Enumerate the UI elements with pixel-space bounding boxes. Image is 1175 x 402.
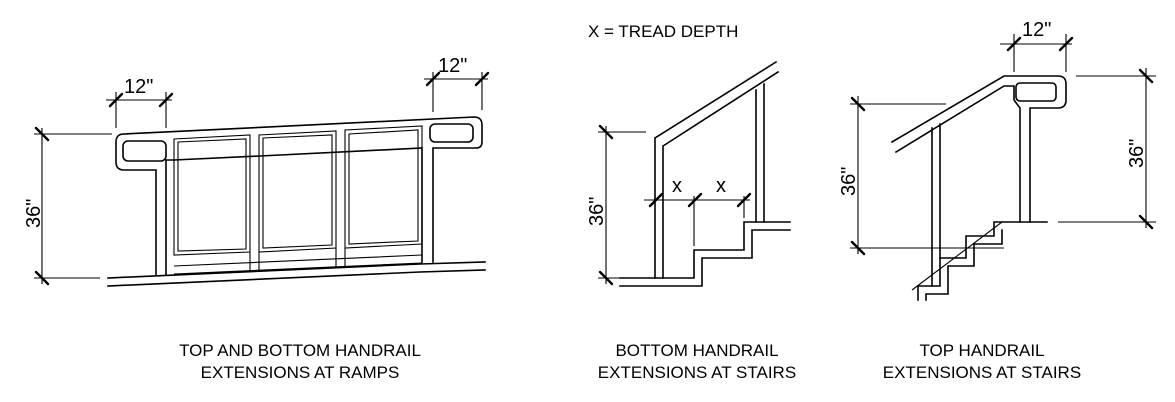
top-stairs-handrail-loop [1015, 82, 1057, 102]
ramp-height-dim-line [34, 128, 112, 284]
top-stairs-left-height-dim-line [850, 96, 1004, 254]
bottom-stairs-x2-label: x [716, 175, 726, 197]
bottom-stairs-caption-line1: BOTTOM HANDRAIL [615, 341, 779, 360]
ramp-panel-2 [258, 130, 337, 253]
bottom-stairs-x1-label: x [672, 175, 682, 197]
tread-depth-note: X = TREAD DEPTH [588, 22, 739, 41]
top-stairs-left-height-tick-top [850, 96, 866, 112]
ramp-right-ext-tick-b [474, 71, 490, 87]
ramp-panel-2-inner [262, 134, 333, 249]
top-stairs-post [931, 123, 941, 287]
top-stairs-figure: 12" 36" 36" [838, 19, 1156, 301]
top-stairs-ext-label: 12" [1022, 19, 1051, 41]
ramp-panel-1 [173, 134, 251, 256]
ramp-height-label: 36" [23, 199, 45, 228]
ramp-height-tick-top [34, 126, 50, 142]
ramp-handrail-right-loop [429, 123, 474, 143]
ramp-posts [249, 248, 346, 271]
top-stairs-nosing-line [911, 221, 1003, 291]
ramp-right-ext-label: 12" [438, 55, 467, 77]
bottom-stairs-height-tick-bottom [598, 270, 614, 286]
bottom-stairs-steps-outer [619, 221, 791, 279]
ramp-height-tick-bottom [34, 270, 50, 286]
ramp-caption-line1: TOP AND BOTTOM HANDRAIL [179, 341, 421, 360]
ramp-bottom-rail [173, 254, 423, 275]
ramp-handrail [115, 116, 483, 276]
bottom-stairs-handrail [654, 60, 780, 279]
ramp-left-ext-label: 12" [124, 76, 153, 98]
top-stairs-ext-dim-line [1000, 34, 1072, 72]
bottom-stairs-x-tick-a [648, 192, 664, 208]
top-stairs-right-height-dim-line [1058, 68, 1156, 228]
top-stairs-steps-inner [925, 229, 1003, 301]
ramp-surface [107, 261, 486, 279]
top-stairs-handrail [890, 75, 1067, 223]
top-stairs-steps-outer [917, 221, 1048, 301]
ramp-handrail-left-loop [122, 140, 167, 162]
bottom-stairs-caption-line2: EXTENSIONS AT STAIRS [597, 363, 797, 382]
top-stairs-left-height-tick-bottom [850, 240, 866, 256]
ramp-caption: TOP AND BOTTOM HANDRAIL EXTENSIONS AT RA… [130, 340, 470, 384]
bottom-stairs-height-label: 36" [586, 197, 608, 226]
ramp-caption-line2: EXTENSIONS AT RAMPS [200, 363, 400, 382]
top-stairs-caption: TOP HANDRAIL EXTENSIONS AT STAIRS [860, 340, 1104, 384]
bottom-stairs-height-tick-top [598, 124, 614, 140]
top-stairs-right-height-label: 36" [1126, 139, 1148, 168]
top-stairs-ext-tick-a [1006, 36, 1022, 52]
top-stairs-ext-tick-b [1058, 36, 1074, 52]
ramp-panel-1-inner [177, 138, 247, 252]
ramp-left-ext-tick-b [158, 92, 174, 108]
bottom-stairs-caption: BOTTOM HANDRAIL EXTENSIONS AT STAIRS [575, 340, 819, 384]
top-stairs-caption-line1: TOP HANDRAIL [919, 341, 1045, 360]
top-stairs-right-height-tick-top [1138, 68, 1154, 84]
top-stairs-caption-line2: EXTENSIONS AT STAIRS [882, 363, 1082, 382]
ramp-right-ext-tick-a [425, 71, 441, 87]
ramp-panel-3 [344, 125, 423, 249]
ramp-figure: 12" 12" 36" [23, 55, 490, 287]
bottom-stairs-figure: x x 36" [586, 60, 791, 287]
ramp-panel-3-inner [348, 129, 419, 245]
bottom-stairs-post [755, 83, 765, 223]
ramp-left-ext-tick-a [108, 92, 124, 108]
bottom-stairs-x-tick-c [736, 192, 752, 208]
bottom-stairs-x-dim-line [644, 196, 750, 246]
ramp-surface-lower [107, 269, 486, 287]
bottom-stairs-x-tick-b [687, 192, 703, 208]
top-stairs-right-height-tick-bottom [1138, 214, 1154, 230]
top-stairs-left-height-label: 36" [838, 167, 860, 196]
bottom-stairs-steps-inner [619, 229, 791, 287]
